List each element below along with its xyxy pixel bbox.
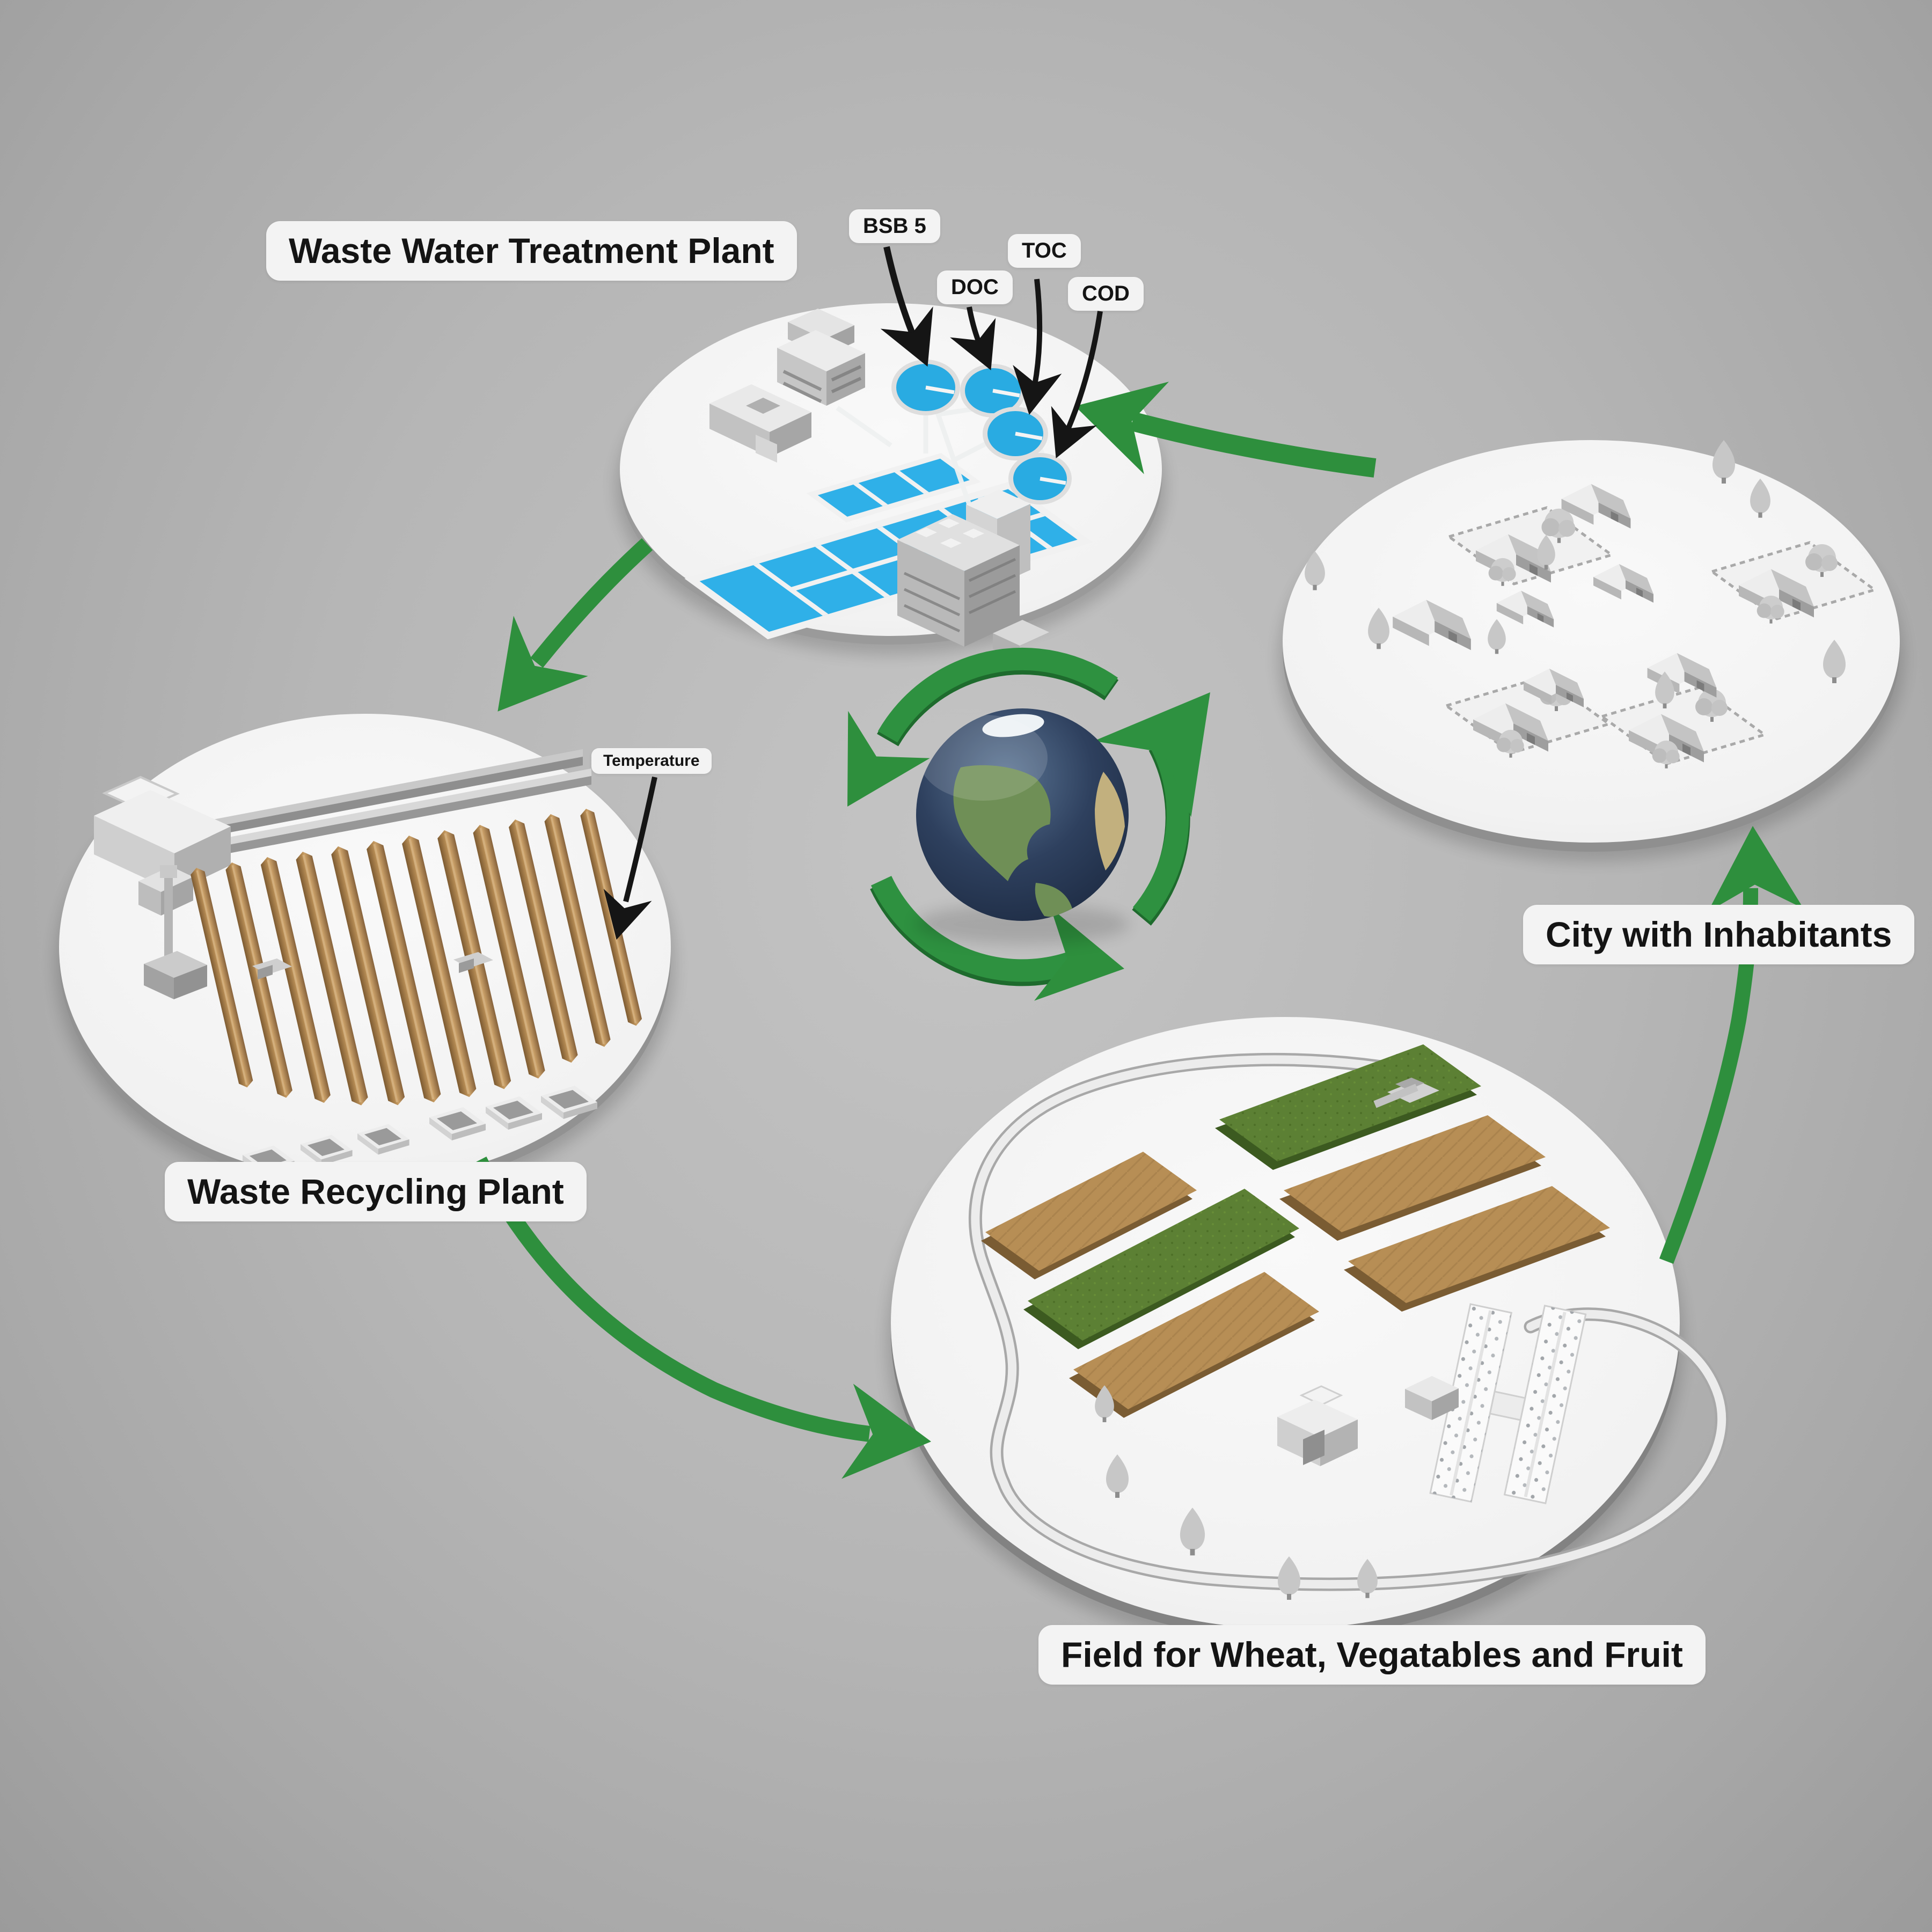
label-recycling: Waste Recycling Plant	[165, 1162, 587, 1222]
arrow-wwtp-to-recycling	[461, 538, 653, 741]
plot-soil	[1344, 1186, 1610, 1312]
barn	[1405, 1376, 1459, 1420]
field-content	[968, 1044, 1729, 1600]
plot-soil	[981, 1152, 1197, 1279]
label-city: City with Inhabitants	[1523, 905, 1915, 965]
clarifier-tank-1	[891, 360, 960, 415]
polar-cap	[982, 714, 1044, 737]
wwtp-clarifier-tanks	[891, 360, 1072, 504]
wwtp-tower-building	[897, 489, 1049, 661]
platform-city	[1279, 440, 1904, 862]
arrow-doc	[950, 306, 1013, 380]
label-bsb5: BSB 5	[849, 209, 940, 244]
clarifier-tank-3	[983, 407, 1048, 460]
clarifier-tank-4	[1008, 453, 1072, 504]
clarifier-tank-2	[960, 364, 1026, 418]
arrow-bsb5	[881, 246, 954, 377]
label-temperature: Temperature	[591, 748, 712, 774]
city-yard-house-2	[1709, 541, 1878, 624]
arrow-toc	[1005, 279, 1062, 419]
arrow-field-to-city	[1659, 824, 1803, 1264]
arrow-recycling-to-field	[472, 1157, 937, 1489]
label-field: Field for Wheat, Vegatables and Fruit	[1038, 1625, 1706, 1685]
earth-globe	[915, 708, 1130, 945]
label-wwtp: Waste Water Treatment Plant	[266, 221, 797, 281]
city-yard-house-1	[1446, 506, 1615, 586]
recycling-content	[94, 749, 644, 1176]
farm-building	[1277, 1385, 1358, 1466]
arrow-cod	[1034, 311, 1103, 468]
cycle-arrowhead	[806, 711, 930, 830]
continent-africa	[1095, 772, 1125, 870]
harvester	[1373, 1078, 1439, 1108]
plot-soil	[1069, 1272, 1319, 1418]
city-content	[1305, 440, 1878, 769]
wwtp-buildings	[709, 309, 865, 463]
continent-south-america	[1035, 883, 1073, 917]
label-doc: DOC	[937, 270, 1013, 305]
continent-north-america	[953, 765, 1051, 881]
cycle-arrows	[806, 648, 1259, 1015]
arrow-city-to-wwtp	[1063, 360, 1377, 478]
greenhouses	[1429, 1303, 1587, 1504]
label-cod: COD	[1068, 277, 1144, 311]
plot-crop	[1023, 1189, 1299, 1349]
crane	[144, 865, 207, 999]
arrow-temperature	[592, 776, 657, 946]
annotation-arrows	[592, 246, 1103, 946]
label-toc: TOC	[1008, 234, 1081, 268]
plot-soil	[1279, 1115, 1546, 1241]
